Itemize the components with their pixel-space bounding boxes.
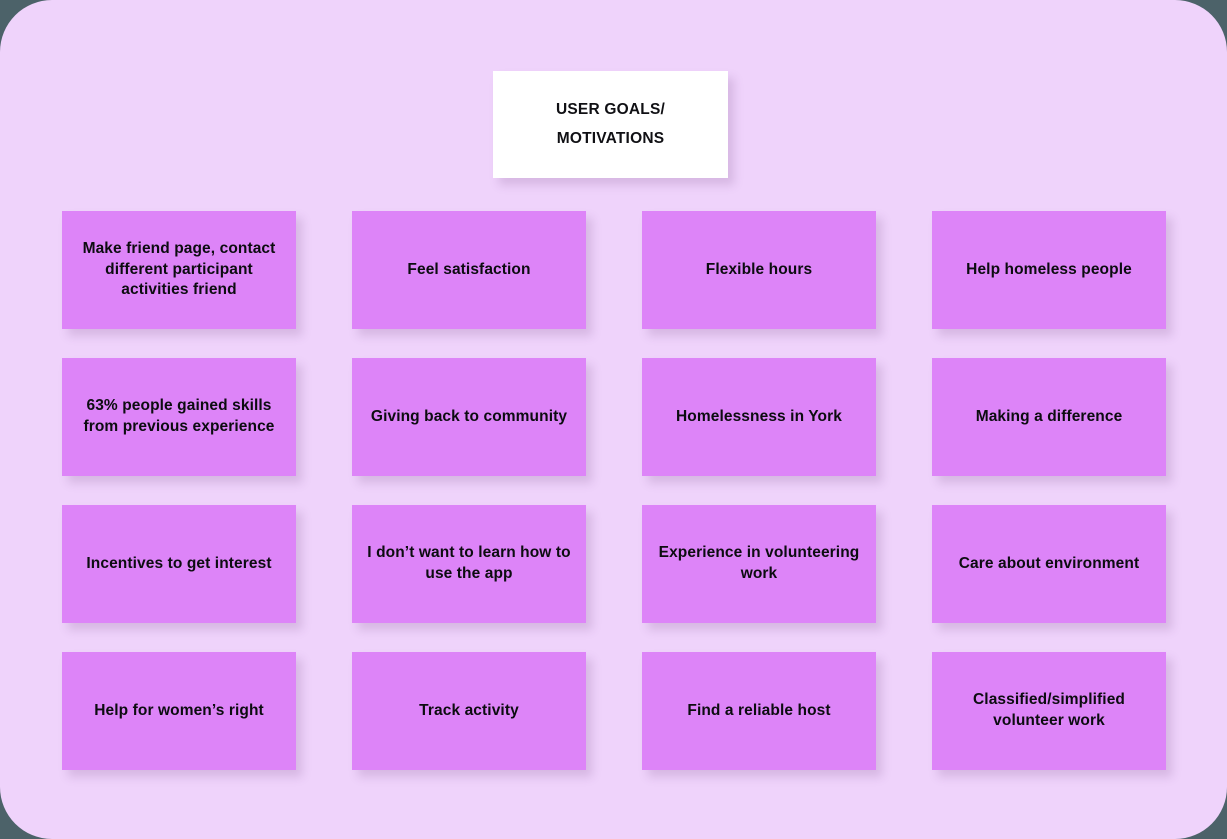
sticky-note-text: Track activity bbox=[419, 701, 519, 719]
sticky-note[interactable]: Help homeless people bbox=[932, 211, 1166, 329]
sticky-note[interactable]: Giving back to community bbox=[352, 358, 586, 476]
sticky-note[interactable]: Homelessness in York bbox=[642, 358, 876, 476]
board-title: USER GOALS/ MOTIVATIONS bbox=[556, 100, 665, 147]
sticky-note-text: Making a difference bbox=[975, 407, 1123, 425]
sticky-note[interactable]: Help for women’s right bbox=[62, 652, 296, 770]
sticky-note[interactable]: Experience in volunteering work bbox=[642, 505, 876, 623]
sticky-note-text: Feel satisfaction bbox=[407, 260, 531, 278]
sticky-note[interactable]: Incentives to get interest bbox=[62, 505, 296, 623]
sticky-note-grid: Make friend page, contact different part… bbox=[62, 211, 1166, 770]
sticky-note[interactable]: Flexible hours bbox=[642, 211, 876, 329]
sticky-note-text: 63% people gained skills from previous e… bbox=[83, 397, 275, 435]
sticky-note[interactable]: Feel satisfaction bbox=[352, 211, 586, 329]
sticky-note-text: Help homeless people bbox=[966, 260, 1132, 278]
sticky-note[interactable]: Make friend page, contact different part… bbox=[62, 211, 296, 329]
sticky-note[interactable]: Care about environment bbox=[932, 505, 1166, 623]
header-card[interactable]: USER GOALS/ MOTIVATIONS bbox=[493, 71, 728, 178]
sticky-note[interactable]: Track activity bbox=[352, 652, 586, 770]
sticky-note[interactable]: Find a reliable host bbox=[642, 652, 876, 770]
sticky-note-text: Care about environment bbox=[958, 554, 1140, 572]
sticky-note-text: I don’t want to learn how to use the app bbox=[367, 544, 571, 582]
sticky-note-text: Help for women’s right bbox=[94, 701, 264, 719]
sticky-note-text: Giving back to community bbox=[370, 407, 568, 425]
sticky-note[interactable]: Classified/simplified volunteer work bbox=[932, 652, 1166, 770]
sticky-note-text: Experience in volunteering work bbox=[658, 544, 860, 582]
sticky-note-text: Find a reliable host bbox=[687, 701, 831, 719]
sticky-note-text: Make friend page, contact different part… bbox=[82, 240, 276, 299]
sticky-note[interactable]: I don’t want to learn how to use the app bbox=[352, 505, 586, 623]
sticky-note-text: Flexible hours bbox=[705, 260, 813, 278]
sticky-note-text: Homelessness in York bbox=[676, 407, 842, 425]
sticky-note[interactable]: Making a difference bbox=[932, 358, 1166, 476]
sticky-note-text: Classified/simplified volunteer work bbox=[973, 691, 1125, 729]
sticky-note-text: Incentives to get interest bbox=[86, 554, 272, 572]
sticky-note[interactable]: 63% people gained skills from previous e… bbox=[62, 358, 296, 476]
